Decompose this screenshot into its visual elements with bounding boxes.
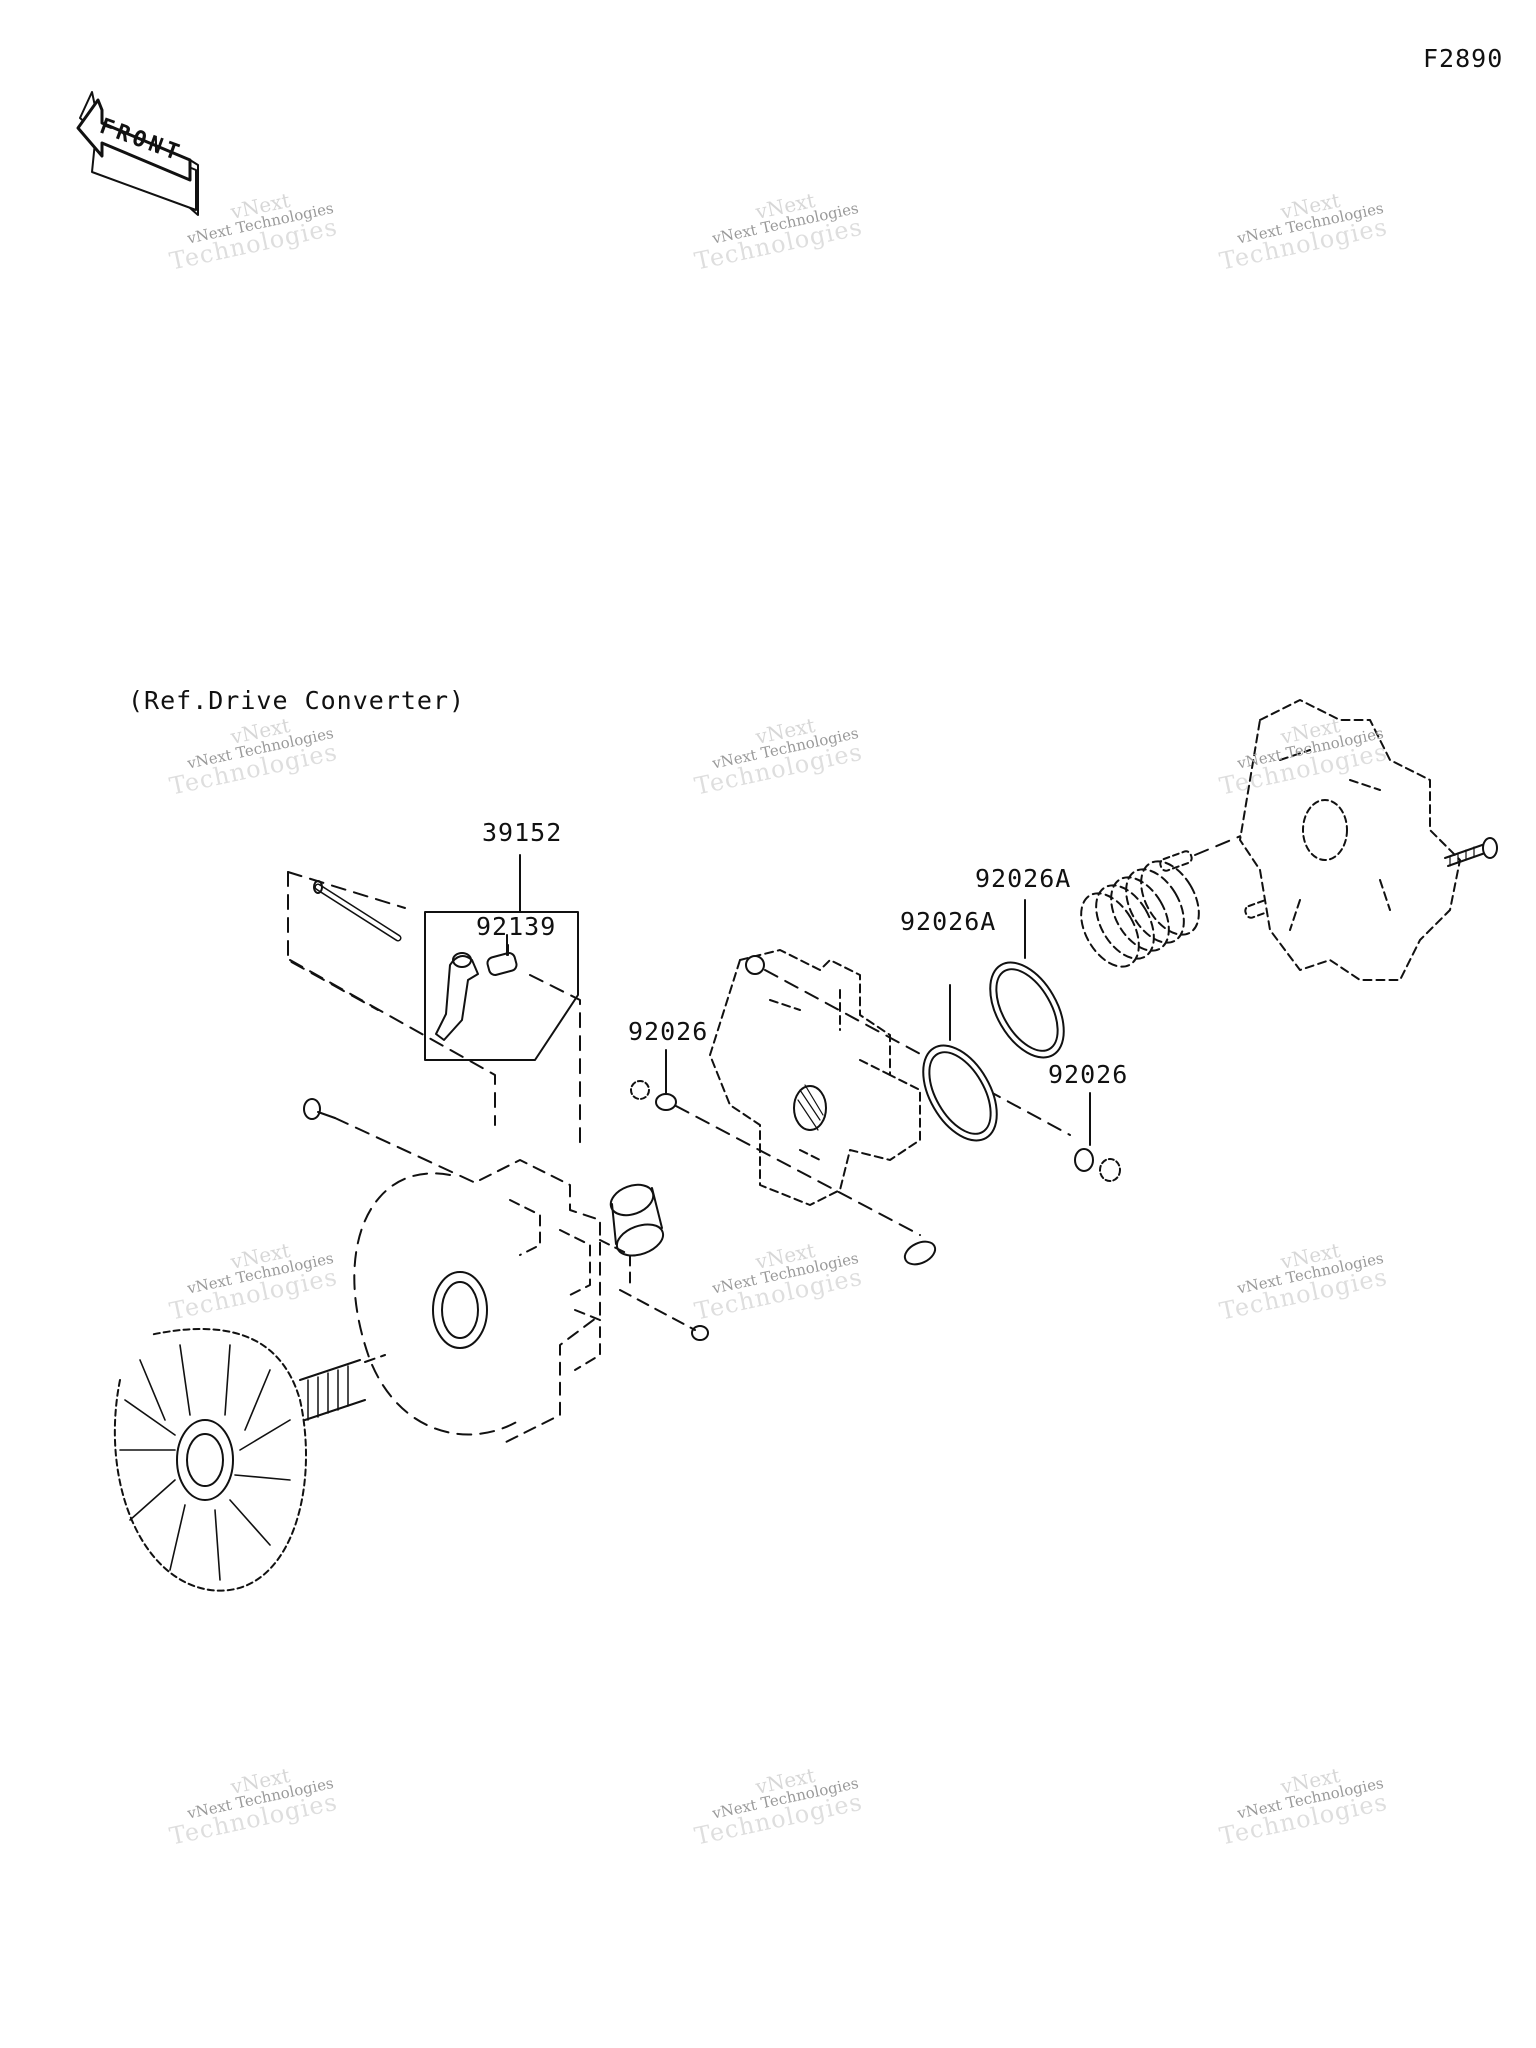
cover-plate [1239,699,1461,981]
washer-92026-right [1074,1148,1121,1182]
bolt-far-right [1444,837,1498,867]
movable-sheave [353,1159,631,1446]
part-39152-kit-box [424,911,579,1061]
spider-plate [709,949,921,1206]
spider-hub [793,1085,827,1131]
part-39152-box [287,871,406,1011]
part-label-92139: 92139 [476,912,557,941]
part-label-92026A-b: 92026A [975,864,1072,893]
bolt-spider-top [745,955,765,975]
ring-lower [903,1240,937,1266]
part-label-92026-right: 92026 [1048,1060,1129,1089]
bushing-collar [609,1183,665,1257]
pin-top-left [313,880,402,942]
o-ring-92026A-b [989,961,1065,1059]
assembly-dashes-kit [289,959,581,1151]
washer-92026-left [630,1080,677,1111]
cover-hub [1302,799,1348,861]
o-ring-92026A-a [922,1044,998,1142]
fixed-sheave-fan [113,1327,386,1592]
diagram-code: F2890 [1423,44,1504,73]
spring [1080,860,1200,968]
reference-note: (Ref.Drive Converter) [128,686,466,715]
part-label-39152: 39152 [482,818,563,847]
nut-center [691,1325,709,1341]
bolt-left [303,1098,336,1120]
front-arrow-icon [76,91,199,216]
part-label-92026A-a: 92026A [900,907,997,936]
part-label-92026-left: 92026 [628,1017,709,1046]
